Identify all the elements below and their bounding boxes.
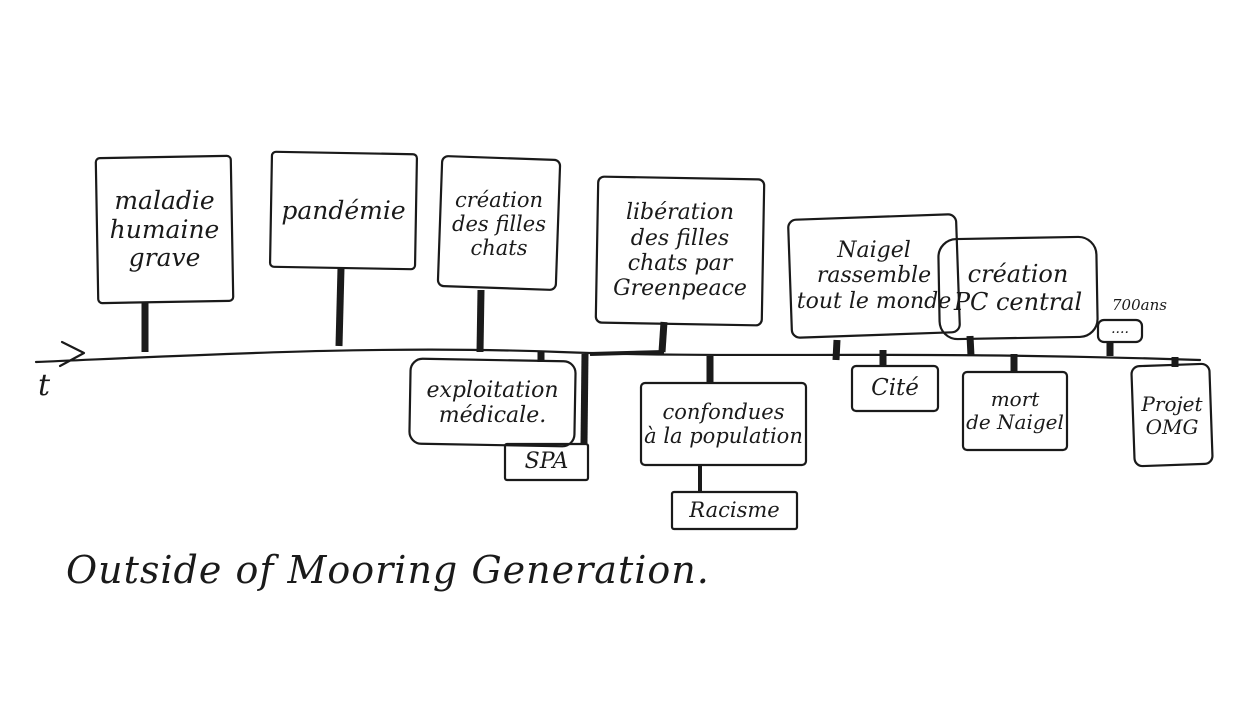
- event-label-liberation: libération des filles chats par Greenpea…: [613, 200, 747, 302]
- box-ellipsis: [1096, 318, 1144, 344]
- box-pandemie: [268, 150, 419, 271]
- event-label-spa: SPA: [524, 449, 569, 475]
- event-label-pandemie: pandémie: [281, 195, 406, 225]
- event-label-naigel: Naigel rassemble tout le monde: [796, 238, 952, 314]
- box-projet-omg: [1130, 362, 1214, 468]
- event-label-cite: Cité: [871, 375, 919, 402]
- event-label-projet-omg: Projet OMG: [1141, 391, 1203, 439]
- event-label-confondues: confondues à la population: [644, 399, 803, 448]
- event-label-mort-naigel: mort de Naigel: [966, 387, 1064, 434]
- event-label-creation-filles: création des filles chats: [452, 187, 546, 261]
- axis-label-t: t: [38, 368, 51, 403]
- event-label-racisme: Racisme: [689, 498, 780, 523]
- bar-liberation-link: [589, 350, 665, 356]
- timeline-axis: [34, 348, 1202, 364]
- event-label-maladie: maladie humaine grave: [109, 185, 220, 273]
- post-creation-pc: [966, 335, 975, 357]
- box-creation-pc: [937, 235, 1099, 341]
- box-cite: [850, 364, 940, 413]
- post-liberation: [658, 321, 668, 353]
- box-spa: [503, 442, 590, 482]
- post-creation-filles: [476, 289, 485, 353]
- box-maladie: [94, 154, 235, 305]
- post-spa: [580, 353, 589, 444]
- box-exploitation: [408, 357, 577, 448]
- event-label-creation-pc: création PC central: [953, 259, 1083, 316]
- event-label-exploitation: exploitation médicale.: [426, 377, 559, 428]
- timeline-arrow-icon: [58, 340, 86, 368]
- box-confondues: [639, 381, 808, 467]
- annotation-700ans: 700ans: [1112, 296, 1167, 314]
- post-naigel: [832, 339, 841, 361]
- box-racisme: [670, 490, 799, 531]
- box-creation-filles: [436, 155, 562, 291]
- post-pandemie: [335, 267, 345, 347]
- box-naigel: [787, 213, 961, 339]
- box-liberation: [594, 175, 766, 327]
- page-title: Outside of Mooring Generation.: [66, 548, 710, 592]
- event-label-ellipsis: ....: [1111, 320, 1129, 337]
